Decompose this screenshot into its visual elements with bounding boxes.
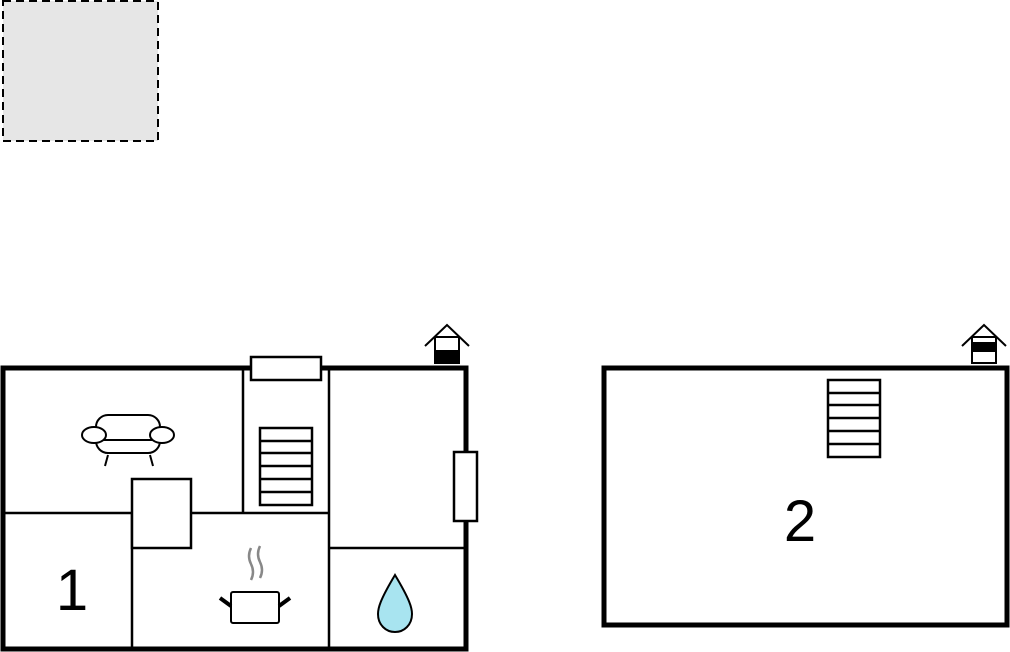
- floor-2-label: 2: [784, 489, 816, 554]
- floor-1-label: 1: [56, 558, 88, 623]
- window-icon: [249, 355, 323, 382]
- floor-2: 2: [601, 323, 1010, 628]
- window-icon: [452, 450, 479, 523]
- house-entrance-icon: [961, 323, 1007, 364]
- stairs-icon: [826, 378, 882, 459]
- house-entrance-icon: [424, 323, 470, 364]
- floor-2-outer-wall: [601, 365, 1010, 628]
- legend-area-swatch: [2, 0, 159, 142]
- stairs-icon: [258, 426, 314, 507]
- floor-1: 1: [0, 323, 479, 652]
- sofa-icon: [81, 414, 175, 467]
- water-drop-icon: [376, 573, 414, 634]
- fireplace-icon: [130, 477, 193, 550]
- cooking-pot-icon: [218, 545, 292, 624]
